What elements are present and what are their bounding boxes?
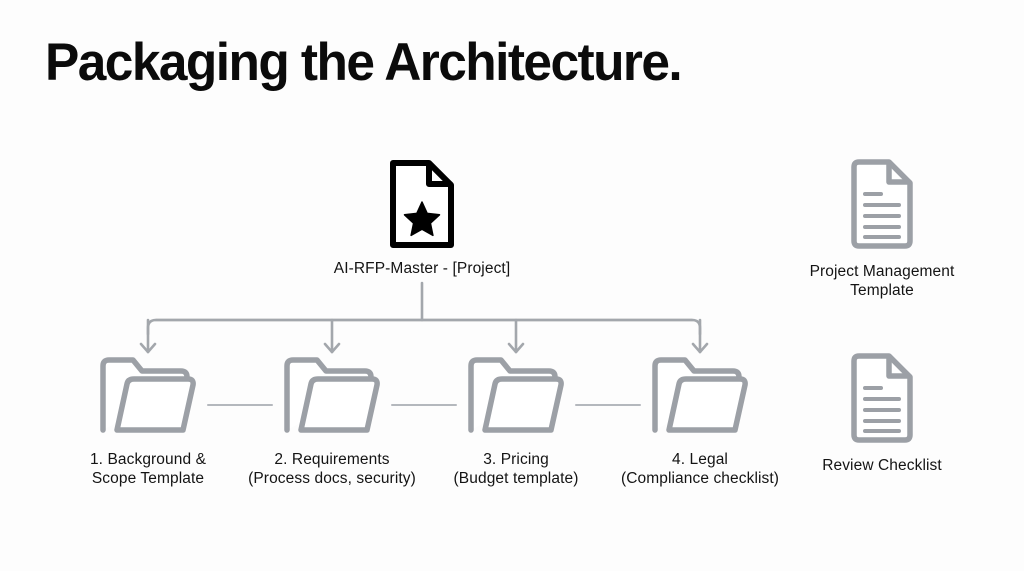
side-document-label-line-2: Template [850, 282, 914, 299]
master-document-label: AI-RFP-Master - [Project] [333, 260, 511, 277]
folder-label-line-2: Scope Template [91, 470, 205, 487]
folder-label-line-1: 2. Requirements [274, 451, 390, 468]
folder-icon-wrap [424, 352, 608, 448]
node-folder-requirements[interactable]: 2. Requirements (Process docs, security) [240, 352, 424, 488]
folder-label: 3. Pricing (Budget template) [424, 450, 608, 488]
folder-label-line-2: (Compliance checklist) [620, 470, 780, 487]
document-star-icon [390, 160, 454, 248]
node-folder-background-scope[interactable]: 1. Background & Scope Template [56, 352, 240, 488]
page-title: Packaging the Architecture. [45, 33, 683, 92]
folder-icon-wrap [608, 352, 792, 448]
folder-label: 1. Background & Scope Template [56, 450, 240, 488]
side-document-label-line-1: Project Management [809, 263, 955, 280]
side-document-label: Project Management Template [772, 262, 992, 300]
folder-label: 4. Legal (Compliance checklist) [608, 450, 792, 488]
node-folder-pricing[interactable]: 3. Pricing (Budget template) [424, 352, 608, 488]
folder-label-line-1: 4. Legal [672, 451, 728, 468]
side-icon-wrap [772, 158, 992, 258]
side-icon-wrap [772, 352, 992, 452]
arrow-head-1 [139, 342, 157, 354]
open-folder-icon [100, 357, 196, 433]
folder-label-line-2: (Budget template) [453, 470, 579, 487]
master-icon-wrap [332, 158, 512, 250]
folder-icon-wrap [56, 352, 240, 448]
side-document-label-line-1: Review Checklist [822, 457, 942, 474]
node-folder-legal[interactable]: 4. Legal (Compliance checklist) [608, 352, 792, 488]
open-folder-icon [468, 357, 564, 433]
node-master-document[interactable]: AI-RFP-Master - [Project] [332, 158, 512, 278]
folder-icon-wrap [240, 352, 424, 448]
document-lines-icon [851, 159, 913, 249]
open-folder-icon [284, 357, 380, 433]
folder-label-line-2: (Process docs, security) [248, 470, 416, 487]
node-review-checklist[interactable]: Review Checklist [772, 352, 992, 475]
arrow-head-2 [323, 342, 341, 354]
connector-bus [146, 318, 702, 336]
side-document-label: Review Checklist [772, 456, 992, 475]
node-project-management-template[interactable]: Project Management Template [772, 158, 992, 300]
folder-label-line-1: 3. Pricing [483, 451, 549, 468]
arrow-head-3 [507, 342, 525, 354]
arrow-head-4 [691, 342, 709, 354]
document-lines-icon [851, 353, 913, 443]
folder-label: 2. Requirements (Process docs, security) [240, 450, 424, 488]
open-folder-icon [652, 357, 748, 433]
folder-label-line-1: 1. Background & [89, 451, 207, 468]
